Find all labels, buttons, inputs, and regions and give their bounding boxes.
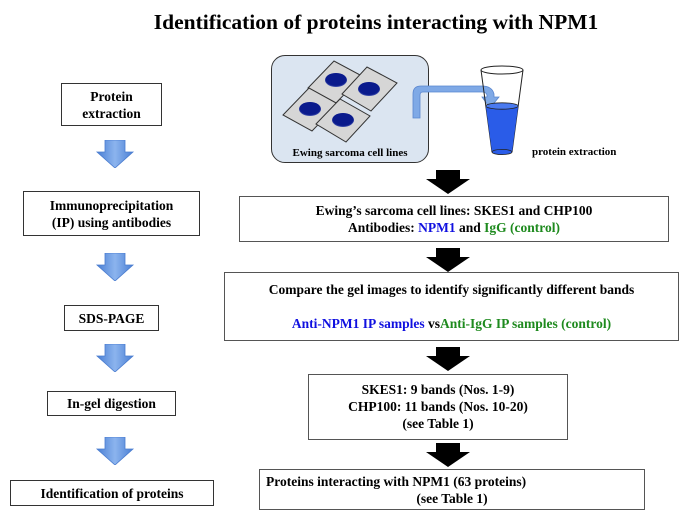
step-label: Identification of proteins [40,485,184,501]
down-arrow-icon [426,443,470,467]
nucleus-icon [332,113,354,127]
cell-culture-slides-icon [282,60,398,143]
step-label: (IP) using antibodies [51,214,172,230]
nucleus-icon [299,102,321,116]
curved-arrow-icon [412,85,500,119]
see-table-note: (see Table 1) [402,416,474,431]
step-cell-lines-antibodies: Ewing’s sarcoma cell lines: SKES1 and CH… [239,196,669,242]
nucleus-icon [325,73,347,87]
left-step-protein-extraction: Protein extraction [61,83,162,126]
cell-lines-panel: Ewing sarcoma cell lines [271,55,429,163]
down-arrow-icon [426,170,470,194]
comparison-line: Anti-NPM1 IP samples vsAnti-IgG IP sampl… [225,315,678,332]
antibodies-line: Antibodies: NPM1 and IgG (control) [240,219,668,236]
see-table-note: (see Table 1) [416,491,488,506]
npm1-antibody: NPM1 [418,220,456,235]
down-arrow-icon [95,253,135,281]
step-label: SDS-PAGE [78,310,145,326]
step-label: Immunoprecipitation [49,197,174,213]
cell-lines-caption: Ewing sarcoma cell lines [292,147,408,159]
down-arrow-icon [426,248,470,272]
skes1-bands: SKES1: 9 bands (Nos. 1-9) [361,382,515,397]
left-step-in-gel-digestion: In-gel digestion [47,391,176,416]
step-label: extraction [82,105,141,121]
step-bands: SKES1: 9 bands (Nos. 1-9) CHP100: 11 ban… [308,374,568,440]
step-label: Protein [90,88,133,104]
test-tube-icon [480,65,524,156]
and-text: and [455,220,485,235]
npm1-samples: Anti-NPM1 IP samples [291,316,425,331]
vs-text: vs [424,316,440,331]
nucleus-icon [358,82,380,96]
step-label: In-gel digestion [67,396,156,411]
down-arrow-icon [95,437,135,465]
step-compare-gels: Compare the gel images to identify signi… [224,272,679,341]
chp100-bands: CHP100: 11 bands (Nos. 10-20) [348,399,528,414]
step-interacting-proteins: Proteins interacting with NPM1 (63 prote… [259,469,645,510]
compare-text: Compare the gel images to identify signi… [268,282,635,297]
interacting-proteins-text: Proteins interacting with NPM1 (63 prote… [266,474,527,489]
protein-extraction-caption: protein extraction [532,146,617,158]
cell-lines-text: Ewing’s sarcoma cell lines: SKES1 and CH… [315,203,593,218]
igg-antibody: IgG (control) [484,220,561,235]
down-arrow-icon [426,347,470,371]
antibodies-label: Antibodies: [347,220,419,235]
page-title: Identification of proteins interacting w… [153,10,599,34]
left-step-sds-page: SDS-PAGE [64,305,159,331]
down-arrow-icon [95,140,135,168]
igg-samples: Anti-IgG IP samples (control) [440,316,612,331]
down-arrow-icon [95,344,135,372]
left-step-identification-of-proteins: Identification of proteins [10,480,214,506]
left-step-immunoprecipitation: Immunoprecipitation (IP) using antibodie… [23,191,200,236]
